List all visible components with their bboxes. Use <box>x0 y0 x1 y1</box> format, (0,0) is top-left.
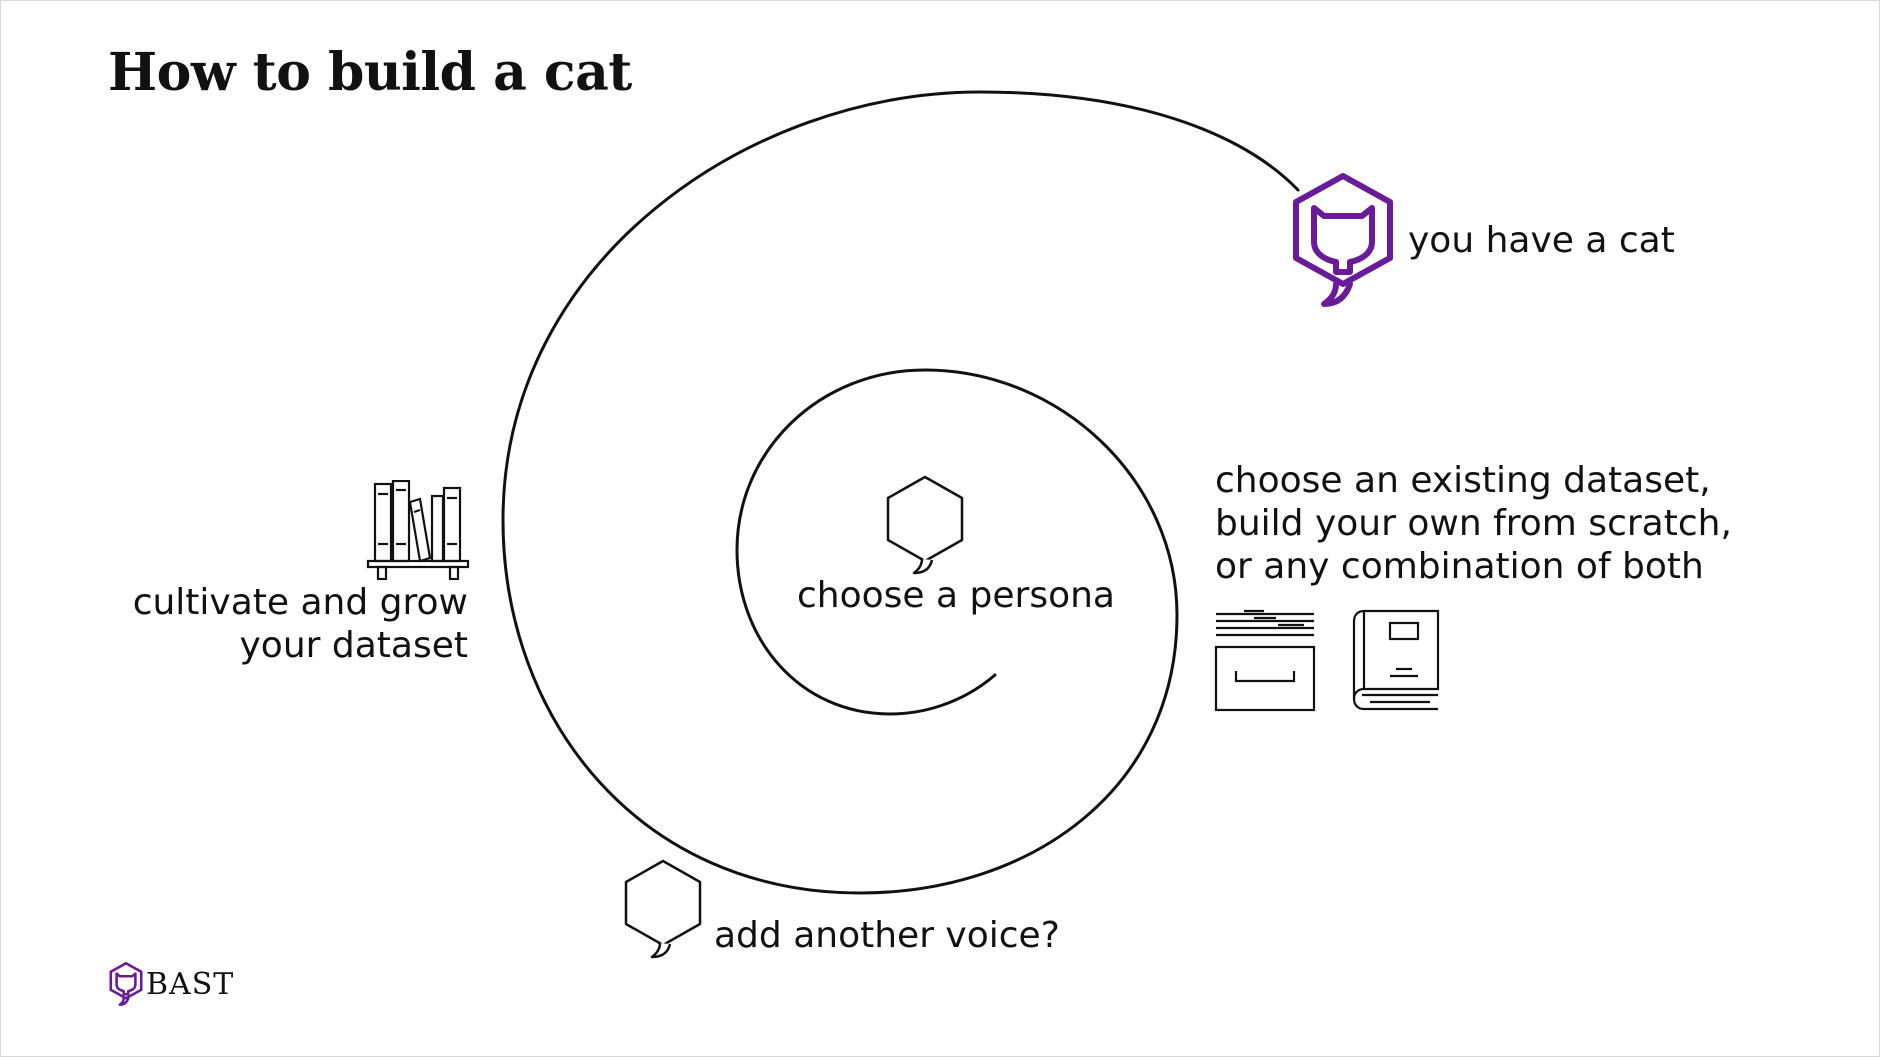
step-cultivate-line1: cultivate and grow <box>132 582 468 623</box>
bookshelf-icon <box>366 480 470 580</box>
cat-hexagon-icon <box>1293 173 1393 307</box>
file-drawer-icon <box>1214 609 1316 712</box>
voice-speech-icon <box>624 859 702 959</box>
logo-text: BAST <box>146 966 235 1002</box>
brand-logo: BAST <box>108 962 234 1006</box>
step-choose-dataset-line1: choose an existing dataset, <box>1215 460 1711 501</box>
step-choose-dataset-line2: build your own from scratch, <box>1215 503 1732 544</box>
step-result: you have a cat <box>1408 220 1675 261</box>
persona-speech-icon <box>886 475 964 575</box>
step-choose-dataset-line3: or any combination of both <box>1215 546 1704 587</box>
book-icon <box>1352 609 1440 711</box>
step-add-voice: add another voice? <box>714 915 1060 956</box>
step-choose-persona: choose a persona <box>797 575 1115 616</box>
cat-logo-icon <box>109 962 143 1006</box>
step-cultivate-line2: your dataset <box>239 625 469 666</box>
slide-title: How to build a cat <box>108 42 632 103</box>
